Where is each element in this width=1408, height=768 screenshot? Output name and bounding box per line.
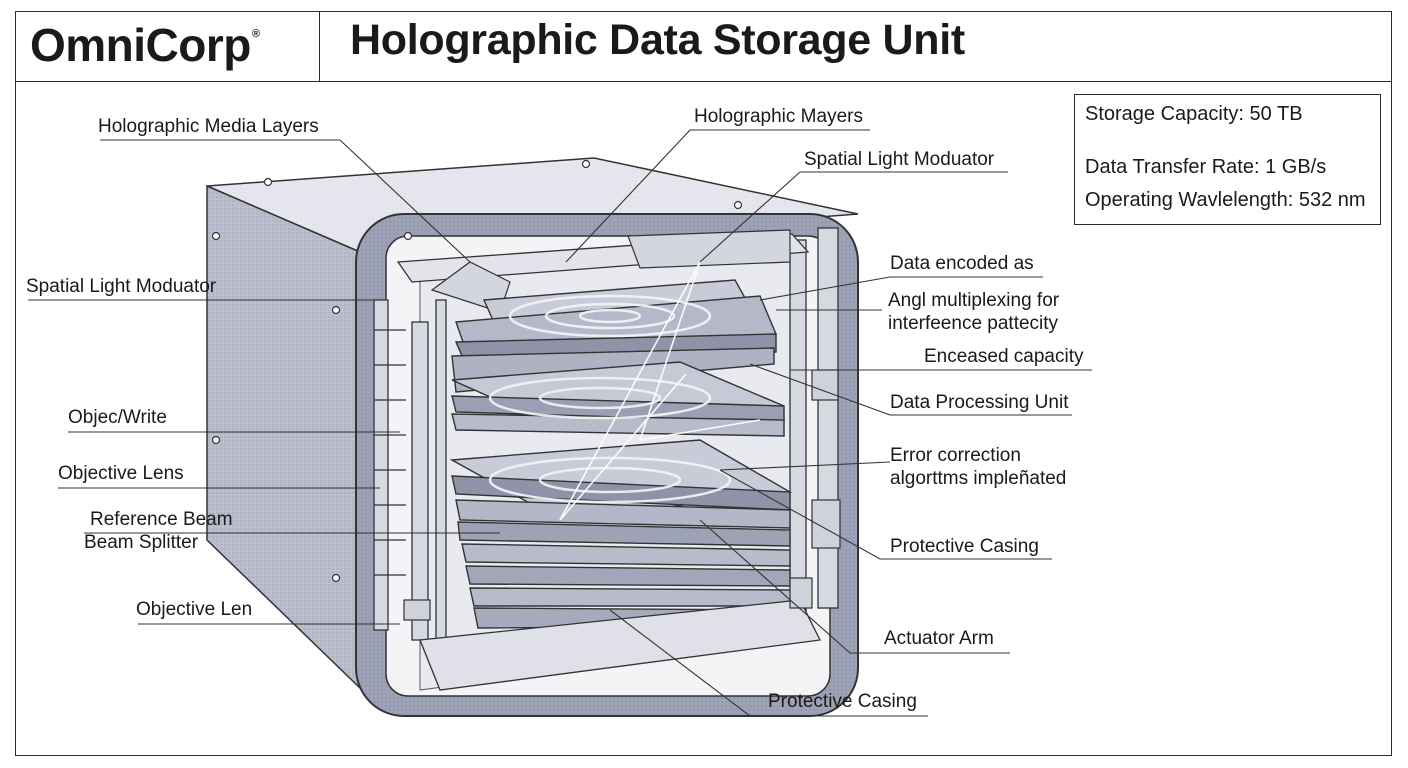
label-spatial-light-modulator-left: Spatial Light Moduator <box>26 276 217 297</box>
spec-wavelength: Operating Wavlelength: 532 nm <box>1085 189 1366 211</box>
specs-panel: Storage Capacity: 50 TB Data Transfer Ra… <box>1074 94 1381 225</box>
label-angle-multiplexing-2: interfeence pattecity <box>888 313 1059 334</box>
header-divider <box>319 11 320 82</box>
spec-transfer-rate: Data Transfer Rate: 1 GB/s <box>1085 156 1327 178</box>
label-error-correction-2: algorttms impleñated <box>890 468 1067 489</box>
label-object-write: Objec/Write <box>68 407 167 428</box>
label-spatial-light-modulator-top: Spatial Light Moduator <box>804 149 995 170</box>
label-enceased-capacity: Enceased capacity <box>924 346 1084 367</box>
label-error-correction-1: Error correction <box>890 445 1021 466</box>
label-beam-splitter: Beam Splitter <box>84 532 199 553</box>
label-data-processing-unit: Data Processing Unit <box>890 392 1069 413</box>
diagram-frame <box>15 11 1392 756</box>
label-objective-len: Objective Len <box>136 599 253 620</box>
label-actuator-arm: Actuator Arm <box>884 628 994 649</box>
header-bar <box>15 11 1392 82</box>
brand-logo: OmniCorp® <box>30 18 260 72</box>
label-protective-casing-right: Protective Casing <box>890 536 1039 557</box>
brand-name: OmniCorp <box>30 19 251 71</box>
spec-storage-capacity: Storage Capacity: 50 TB <box>1085 103 1303 125</box>
label-data-encoded: Data encoded as <box>890 253 1034 274</box>
label-objective-lens: Objective Lens <box>58 463 184 484</box>
registered-mark: ® <box>251 28 260 40</box>
label-reference-beam: Reference Beam <box>90 509 233 530</box>
label-protective-casing-bottom: Protective Casing <box>768 691 917 712</box>
label-holographic-media-layers: Holographic Media Layers <box>98 116 319 137</box>
label-angle-multiplexing-1: Angl multiplexing for <box>888 290 1060 311</box>
label-holographic-mayers: Holographic Mayers <box>694 106 863 127</box>
page-title: Holographic Data Storage Unit <box>350 16 965 64</box>
